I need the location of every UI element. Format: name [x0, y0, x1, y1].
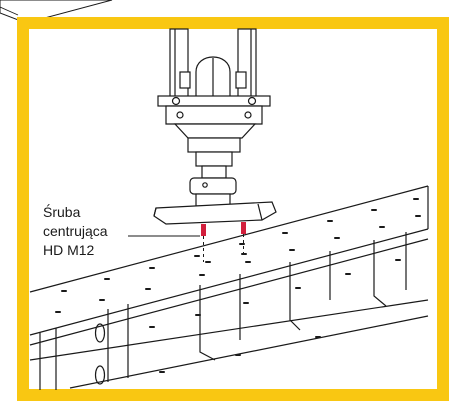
- lifting-column: [169, 28, 257, 101]
- slot-holes: [94, 323, 106, 385]
- yellow-frame: [17, 17, 449, 401]
- centering-plate: [153, 201, 277, 225]
- centering-screw-label: Śruba centrująca HD M12: [43, 203, 153, 260]
- centering-screws: [201, 222, 246, 262]
- flange-holes: [55, 198, 421, 373]
- label-line-1: Śruba: [43, 204, 81, 220]
- steel-beam: [29, 185, 429, 390]
- lifting-head: [157, 95, 271, 179]
- label-line-2: centrująca: [43, 223, 108, 239]
- label-line-3: HD M12: [43, 242, 95, 258]
- tool-holder: [189, 177, 237, 207]
